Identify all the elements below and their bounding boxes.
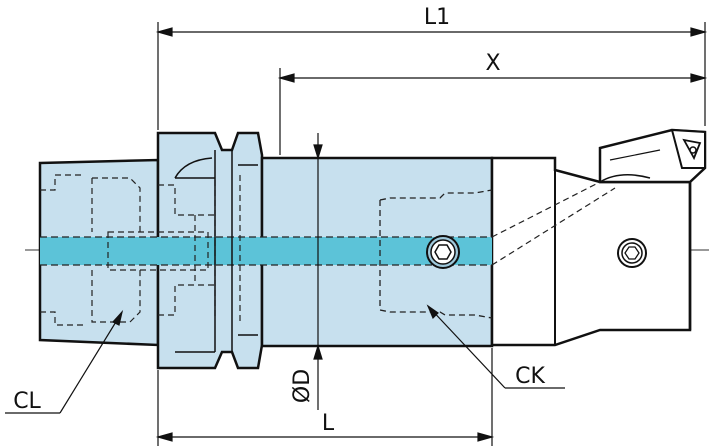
leader-ck-label: CK: [515, 364, 545, 389]
dimension-l1: [155, 22, 708, 130]
hex-socket-icon: [434, 244, 452, 260]
coolant-channel: [40, 237, 492, 265]
flange-groove: [174, 150, 258, 353]
leader-ck: [426, 304, 565, 389]
dimension-d-label: ØD: [290, 369, 315, 403]
leader-cl-label: CL: [13, 389, 41, 414]
dimension-l1-label: L1: [424, 5, 450, 30]
dimension-x: [277, 68, 708, 155]
dimension-x-label: X: [485, 51, 500, 76]
insert-seat-line: [609, 149, 661, 161]
chip-flute-curve: [599, 174, 651, 183]
dimension-l: [155, 348, 495, 446]
dimension-d: [313, 133, 323, 410]
head-coolant-hidden: [491, 181, 616, 266]
leader-cl: [5, 309, 124, 414]
screw-pocket-hidden: [379, 189, 493, 319]
head-hex-socket-icon: [624, 246, 640, 260]
insert-screw-icon: [689, 146, 697, 154]
dimension-l-label: L: [322, 411, 335, 436]
